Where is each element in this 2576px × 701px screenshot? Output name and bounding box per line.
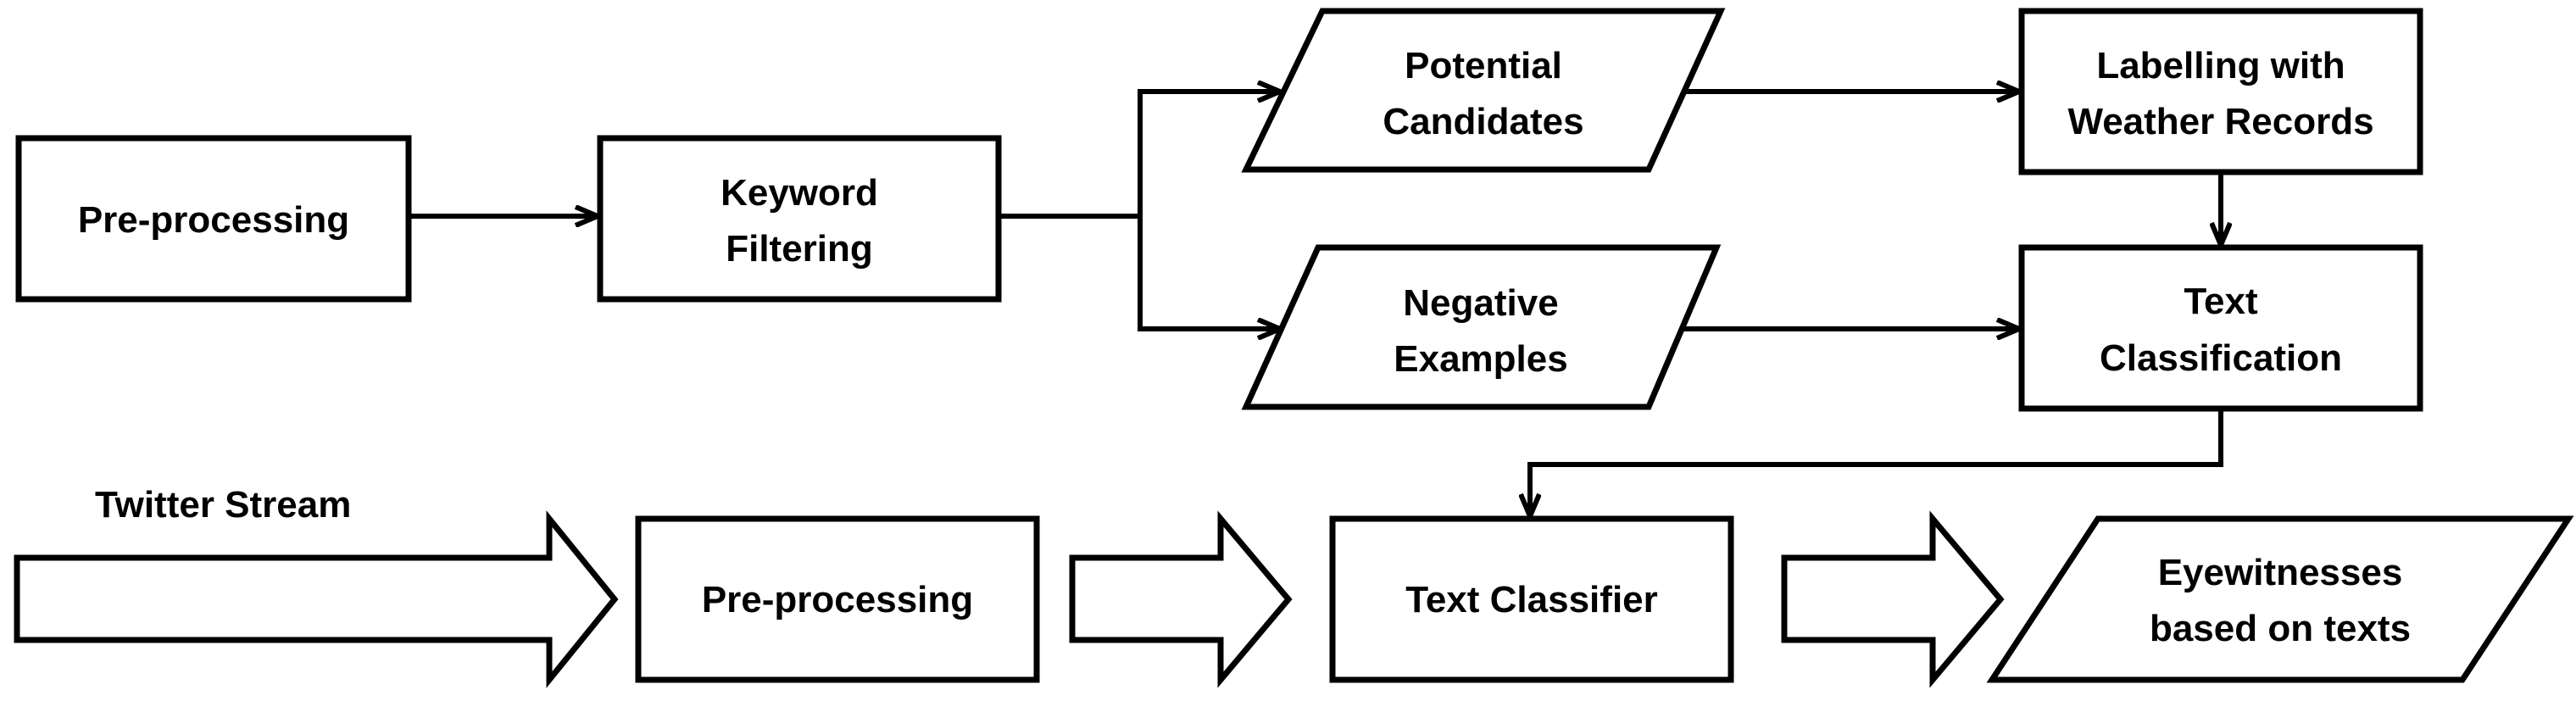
potential-candidates-parallelogram — [1241, 8, 1726, 173]
eyewitnesses-label-line1: Eyewitnesses — [2158, 552, 2403, 593]
text-classification-box — [2018, 244, 2423, 412]
text-classifier-label: Text Classifier — [1405, 579, 1658, 620]
arrow-textclass-to-classifier — [1530, 409, 2223, 516]
negative-examples-label-line1: Negative — [1403, 282, 1558, 324]
labelling-label-line2: Weather Records — [2067, 101, 2373, 142]
labelling-label-line1: Labelling with — [2096, 45, 2345, 86]
arrow-split-to-potential — [1138, 92, 1280, 216]
labelling-box — [2018, 8, 2423, 175]
negative-examples-parallelogram — [1241, 244, 1722, 410]
keyword-filtering-label-line2: Filtering — [726, 228, 873, 270]
potential-candidates-label-line1: Potential — [1405, 45, 1562, 86]
preprocessing-bottom-box — [635, 515, 1040, 683]
twitter-stream-block-arrow — [14, 510, 619, 688]
text-classification-label-line2: Classification — [2100, 337, 2342, 379]
eyewitnesses-parallelogram — [1986, 515, 2574, 683]
text-classification-label-line1: Text — [2184, 281, 2258, 322]
text-classifier-box — [1329, 515, 1734, 683]
eyewitnesses-label-line2: based on texts — [2150, 608, 2411, 649]
twitter-stream-label: Twitter Stream — [95, 484, 351, 526]
keyword-filtering-label-line1: Keyword — [721, 172, 878, 214]
keyword-filtering-box — [597, 135, 1002, 303]
negative-examples-label-line2: Examples — [1394, 338, 1567, 380]
preprocessing-bottom-label: Pre-processing — [702, 579, 973, 620]
arrow-split-to-negative — [1138, 216, 1280, 329]
potential-candidates-label-line2: Candidates — [1383, 101, 1583, 142]
block-arrow-to-eyewitnesses — [1781, 510, 2005, 688]
block-arrow-to-classifier — [1069, 510, 1293, 688]
preprocessing-top-label: Pre-processing — [78, 199, 349, 241]
